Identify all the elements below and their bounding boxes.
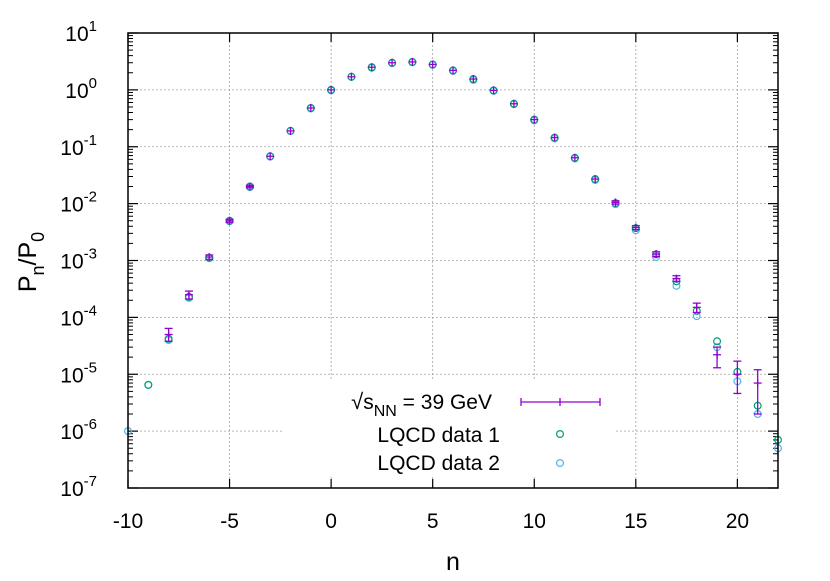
legend-marker-series-2 bbox=[555, 430, 564, 439]
y-tick-label: 10-1 bbox=[60, 132, 97, 160]
experiment-point bbox=[570, 153, 579, 162]
legend-rest: = 39 GeV bbox=[397, 391, 492, 414]
experiment-point bbox=[306, 104, 315, 113]
grid bbox=[128, 33, 778, 488]
experiment-point bbox=[164, 327, 173, 342]
experiment-point bbox=[388, 58, 397, 67]
lqcd1-point bbox=[713, 337, 722, 346]
experiment-point bbox=[611, 198, 620, 207]
y-axis-label: Pn/P0 bbox=[14, 232, 48, 292]
y-tick-label: 101 bbox=[65, 18, 97, 46]
legend-subscript: NN bbox=[374, 403, 397, 420]
legend-marker-series-3 bbox=[555, 459, 564, 468]
experiment-point bbox=[449, 66, 457, 75]
experiment-point bbox=[367, 63, 376, 72]
y-tick-label: 10-2 bbox=[60, 189, 97, 217]
plot-frame bbox=[127, 32, 779, 489]
experiment-point bbox=[530, 115, 539, 124]
experiment-point bbox=[591, 175, 600, 184]
experiment-point bbox=[733, 360, 742, 395]
x-tick-label: 15 bbox=[624, 510, 647, 533]
y-tick-label: 10-7 bbox=[60, 473, 97, 501]
x-tick-label: -10 bbox=[113, 510, 143, 533]
legend-markers bbox=[520, 398, 601, 468]
experiment-point bbox=[184, 290, 193, 300]
experiment-point bbox=[347, 72, 356, 81]
experiment-point bbox=[205, 253, 214, 262]
experiment-point bbox=[266, 152, 275, 161]
legend-label-series-2: LQCD data 1 bbox=[377, 424, 500, 447]
experiment-point bbox=[469, 75, 478, 84]
tick-labels: -10 -5 0 5 10 15 20 10-7 10-6 10-5 10-4 10-3 10-2 10-… bbox=[60, 18, 749, 533]
experiment-point bbox=[550, 133, 559, 142]
y-tick-label: 10-6 bbox=[60, 416, 97, 444]
experiment-point bbox=[286, 126, 295, 135]
experiment-point bbox=[245, 182, 254, 191]
y-tick-label: 10-4 bbox=[60, 302, 97, 330]
experiment-point bbox=[225, 216, 234, 225]
experiment-point bbox=[428, 60, 437, 69]
legend: √sNN = 39 GeV LQCD data 1 LQCD data 2 bbox=[284, 380, 616, 476]
x-tick-label: 20 bbox=[726, 510, 749, 533]
legend-label-series-3: LQCD data 2 bbox=[377, 452, 500, 475]
experiment-point bbox=[753, 369, 762, 415]
y-tick-label: 10-3 bbox=[60, 246, 97, 274]
legend-s: s bbox=[363, 391, 374, 414]
y-tick-label: 100 bbox=[65, 75, 97, 103]
experiment-point bbox=[672, 274, 681, 283]
legend-label-series-1: √sNN = 39 GeV bbox=[351, 389, 492, 420]
experiment-point bbox=[408, 57, 417, 66]
x-tick-label: 10 bbox=[523, 510, 546, 533]
experiment-point bbox=[327, 85, 336, 94]
data-points bbox=[123, 57, 782, 453]
experiment-point bbox=[509, 99, 518, 108]
experiment-point bbox=[713, 346, 722, 369]
lqcd1-point bbox=[144, 380, 153, 389]
x-tick-label: 5 bbox=[427, 510, 439, 533]
x-axis-label: n bbox=[446, 548, 460, 576]
experiment-point bbox=[489, 86, 498, 95]
legend-sqrt-symbol: √ bbox=[351, 389, 364, 414]
x-tick-label: -5 bbox=[220, 510, 239, 533]
experiment-point bbox=[692, 302, 701, 314]
y-tick-label: 10-5 bbox=[60, 359, 97, 387]
x-tick-label: 0 bbox=[325, 510, 337, 533]
experiment-point bbox=[631, 223, 640, 232]
experiment-point bbox=[652, 250, 661, 259]
